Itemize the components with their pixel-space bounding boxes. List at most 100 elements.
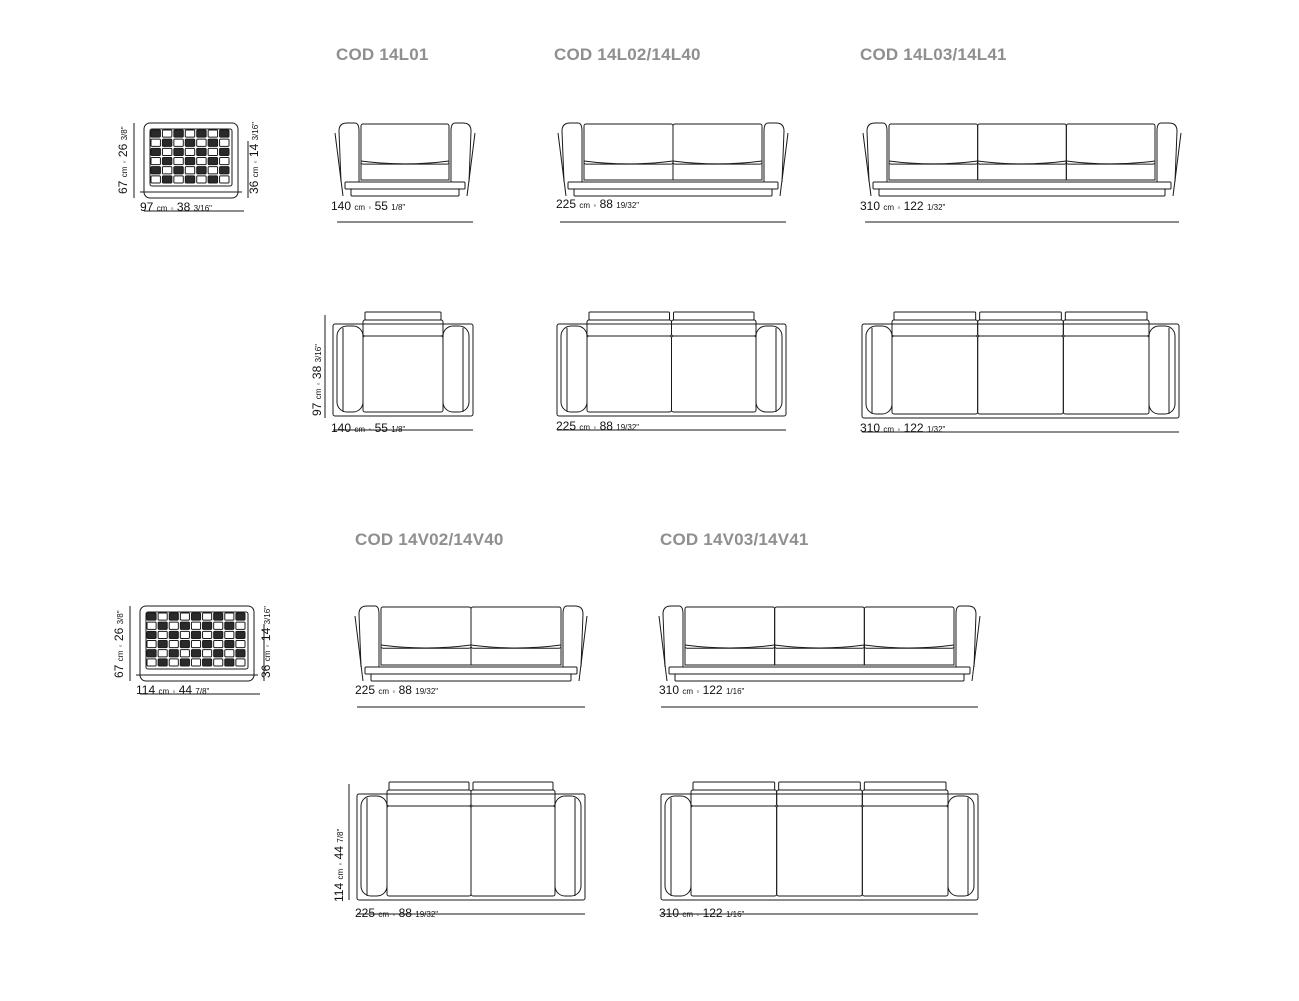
top-14l03-seat-cushion (1062, 335, 1150, 415)
top-14l01-right-arm (442, 325, 470, 413)
side-view-l-weave-cell (161, 138, 173, 147)
side-view-v-weave-cell (213, 649, 224, 658)
code-title-14L02-14L40: COD 14L02/14L40 (554, 45, 701, 64)
top-14v02-left-arm (360, 795, 388, 897)
front-14v03-seat-cushion (863, 644, 955, 666)
front-14l01-right-frame (466, 132, 476, 197)
front-14l03-right-frame (1172, 132, 1182, 197)
side-view-v-weave-cell (213, 612, 224, 621)
front-14l02-left-frame (557, 132, 567, 197)
side-view-l-weave-cell (196, 147, 207, 156)
dimension-label: 67 cm ◦ 26 3/8" (116, 126, 130, 194)
side-view-l-weave-cell (184, 147, 196, 156)
side-view-v-weave-cell (168, 612, 179, 621)
top-14l02-seat-cushion (671, 335, 757, 413)
front-14l01-left-arm (338, 122, 360, 183)
side-view-l-weave-cell (219, 147, 230, 156)
front-14l02-right-frame (779, 132, 789, 197)
side-view-v-weave-cell (235, 649, 246, 658)
side-view-v-weave-cell (146, 649, 157, 658)
side-view-v-weave-cell (157, 658, 168, 667)
front-14l01-back-cushion (360, 123, 450, 165)
side-view-v-weave-cell (146, 612, 157, 621)
side-view-v-weave-cell (168, 630, 179, 639)
top-14v02-back-cushion (470, 789, 556, 807)
side-view-l-weave-cell (150, 129, 161, 138)
side-view-l-weave-cell (184, 129, 196, 138)
dimension-label: 140 cm ◦ 55 1/8" (331, 421, 406, 435)
front-14l01-seat-base (344, 181, 466, 190)
front-14l02-left-arm (561, 122, 583, 183)
side-view-l-outline (143, 122, 239, 199)
top-14l02-back-top (673, 311, 755, 321)
side-view-v-weave-cell (157, 640, 168, 649)
side-view-v-weave-cell (190, 612, 202, 621)
front-14l01-right-arm (450, 122, 472, 183)
front-14l02-seat-cushion (672, 160, 763, 181)
side-view-v-weave-cell (190, 649, 202, 658)
top-14l03-back-cushion (891, 319, 979, 337)
side-view-v-weave-cell (179, 649, 190, 658)
side-view-v-weave-cell (202, 630, 213, 639)
side-view-v-weave-cell (168, 621, 179, 630)
front-14l02-back-cushion (672, 123, 763, 165)
dimension-label: 114 cm ◦ 44 7/8" (332, 828, 346, 902)
front-14v03-left-arm (662, 605, 684, 668)
side-view-v-weave-cell (235, 621, 246, 630)
side-view-v-outline (139, 605, 255, 682)
side-view-l-weave-cell (173, 157, 184, 166)
side-view-l-weave-cell (196, 175, 207, 184)
front-14v02-right-frame (578, 615, 588, 682)
side-view-l-weave-cell (150, 157, 161, 166)
front-14l02-seat-base (567, 181, 779, 190)
side-view-l-weave-cell (184, 175, 196, 184)
top-14v03-seat-cushion (776, 805, 863, 897)
top-14v03-back-top (863, 781, 947, 791)
side-view-l-weave-cell (173, 166, 184, 175)
front-14v02-back-cushion (470, 606, 562, 649)
top-14v02-right-arm (554, 795, 582, 897)
top-14v03-back-cushion (776, 789, 863, 807)
top-14l01-frame (332, 323, 474, 417)
front-14l03-seat-cushion (1065, 160, 1156, 181)
side-view-v-weave-cell (224, 621, 235, 630)
side-view-l-weave-cell (173, 175, 184, 184)
side-view-l-weave-cell (184, 166, 196, 175)
code-title-14L01: COD 14L01 (336, 45, 429, 64)
side-view-v-weave-cell (146, 658, 157, 667)
side-view-v-weave-cell (146, 621, 157, 630)
front-14v02-seat-base (364, 666, 578, 675)
top-14v03-right-arm (947, 795, 975, 897)
top-14l02-left-arm (560, 325, 588, 413)
top-14l02-right-arm (755, 325, 783, 413)
side-view-v-weave-cell (157, 630, 168, 639)
front-14l03-back-cushion (1065, 123, 1156, 165)
side-view-v-weave-cell (202, 658, 213, 667)
side-view-l-weave-cell (219, 129, 230, 138)
side-view-v-weave-cell (202, 649, 213, 658)
top-14l03-right-arm (1148, 325, 1176, 415)
side-view-v-weave-cell (224, 630, 235, 639)
top-14v03-seat-cushion (690, 805, 778, 897)
dimension-label: 114 cm ◦ 44 7/8" (136, 683, 210, 697)
side-view-l-weave-cell (196, 129, 207, 138)
side-view-l-weave-cell (219, 157, 230, 166)
top-14v03-back-cushion (861, 789, 949, 807)
side-view-v-weave-cell (179, 658, 190, 667)
side-view-l-weave-cell (184, 138, 196, 147)
side-view-v-weave-cell (157, 621, 168, 630)
side-view-v-weave-cell (157, 612, 168, 621)
dimension-label: 225 cm ◦ 88 19/32" (556, 419, 640, 433)
side-view-v-weave-cell (224, 640, 235, 649)
side-view-v-weave-cell (202, 621, 213, 630)
top-14l01-back-cushion (362, 319, 444, 337)
dimension-label: 67 cm ◦ 26 3/8" (112, 610, 126, 678)
side-view-v-weave-cell (213, 658, 224, 667)
top-14l03-back-cushion (1062, 319, 1150, 337)
side-view-l-weave-cell (207, 166, 219, 175)
top-14v03-back-top (778, 781, 861, 791)
top-14l03-seat-cushion (977, 335, 1064, 415)
front-14l03-left-frame (862, 132, 872, 197)
side-view-l-weave-cell (161, 166, 173, 175)
side-view-l-weave-cell (207, 138, 219, 147)
